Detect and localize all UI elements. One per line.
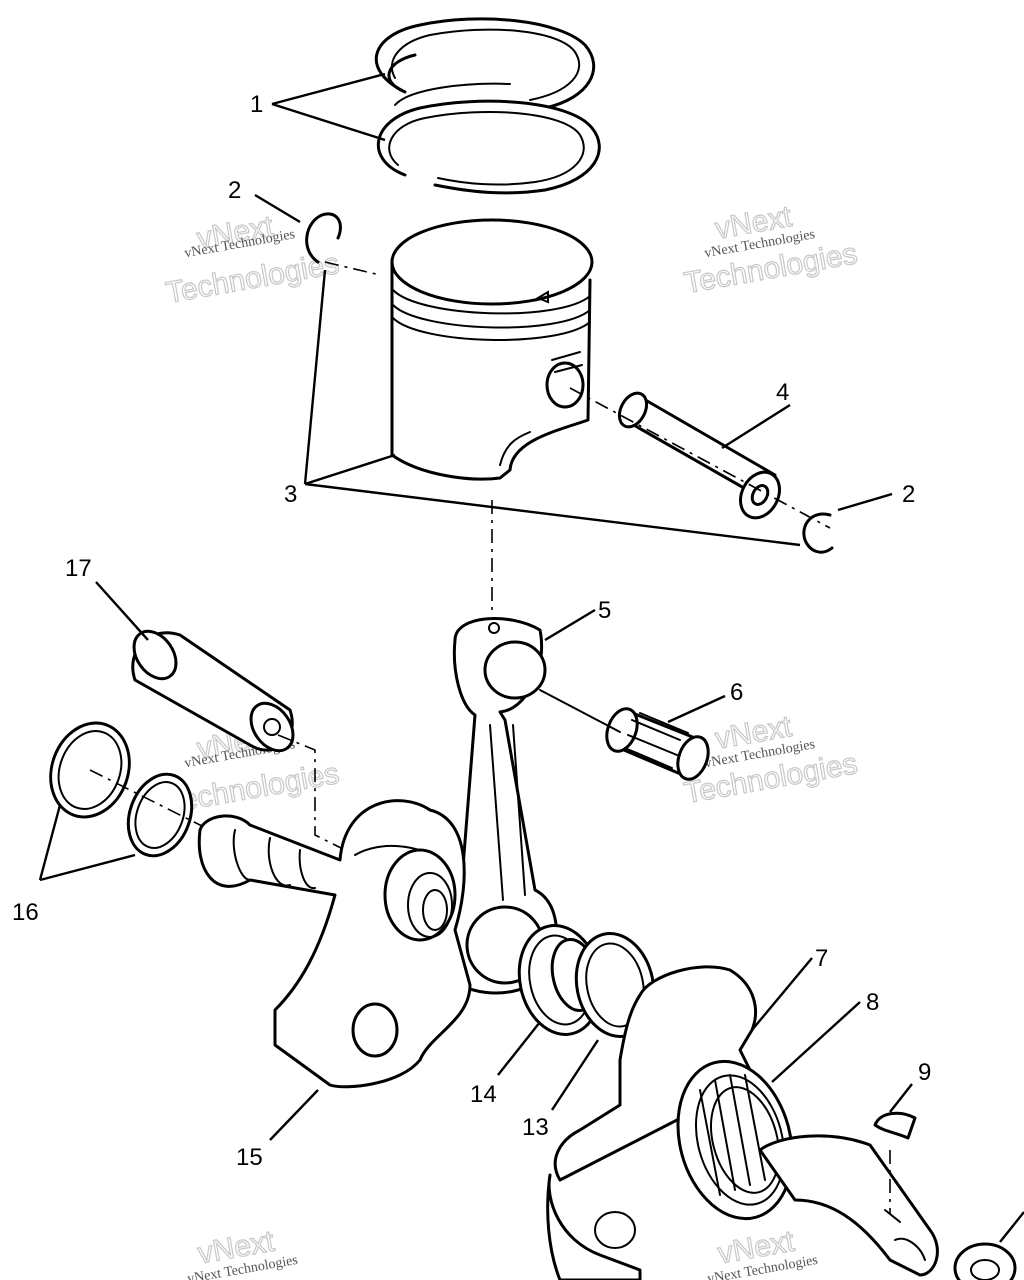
svg-text:2: 2	[228, 177, 241, 204]
crankshaft-right-half: 7 8	[546, 945, 939, 1280]
svg-text:1: 1	[250, 91, 263, 118]
svg-text:15: 15	[236, 1144, 263, 1171]
woodruff-key: 9	[873, 1059, 931, 1215]
callout-1: 1	[250, 72, 386, 142]
wrist-pin: 4	[617, 379, 791, 520]
crankshaft-left-half: 15	[197, 799, 472, 1171]
svg-text:6: 6	[730, 679, 743, 706]
circlip-left: 2	[228, 177, 342, 264]
circlip-right: 2	[802, 481, 915, 554]
shim-rings: 16	[12, 721, 211, 926]
svg-text:17: 17	[65, 555, 92, 582]
svg-text:2: 2	[902, 481, 915, 508]
crank-pin: 17	[65, 555, 346, 851]
svg-text:9: 9	[918, 1059, 931, 1086]
svg-text:5: 5	[598, 597, 611, 624]
watermark-bottom-left: vNext vNext Technologies	[186, 1224, 299, 1280]
svg-text:16: 16	[12, 899, 39, 926]
piston	[390, 218, 594, 481]
watermark-top-right: vNext Technologies vNext Technologies	[681, 199, 860, 300]
svg-text:13: 13	[522, 1114, 549, 1141]
needle-bearing-small: 6	[539, 679, 743, 781]
callout-5: 5	[544, 597, 611, 642]
callout-3: 3	[284, 269, 801, 547]
axis-wristpin	[324, 261, 831, 529]
svg-text:8: 8	[866, 989, 879, 1016]
piston-rings	[374, 17, 601, 195]
svg-text:7: 7	[815, 945, 828, 972]
nut	[953, 1211, 1024, 1280]
watermark-bottom-right: vNext vNext Technologies	[706, 1224, 819, 1280]
svg-text:3: 3	[284, 481, 297, 508]
svg-text:4: 4	[776, 379, 789, 406]
svg-text:14: 14	[470, 1081, 497, 1108]
